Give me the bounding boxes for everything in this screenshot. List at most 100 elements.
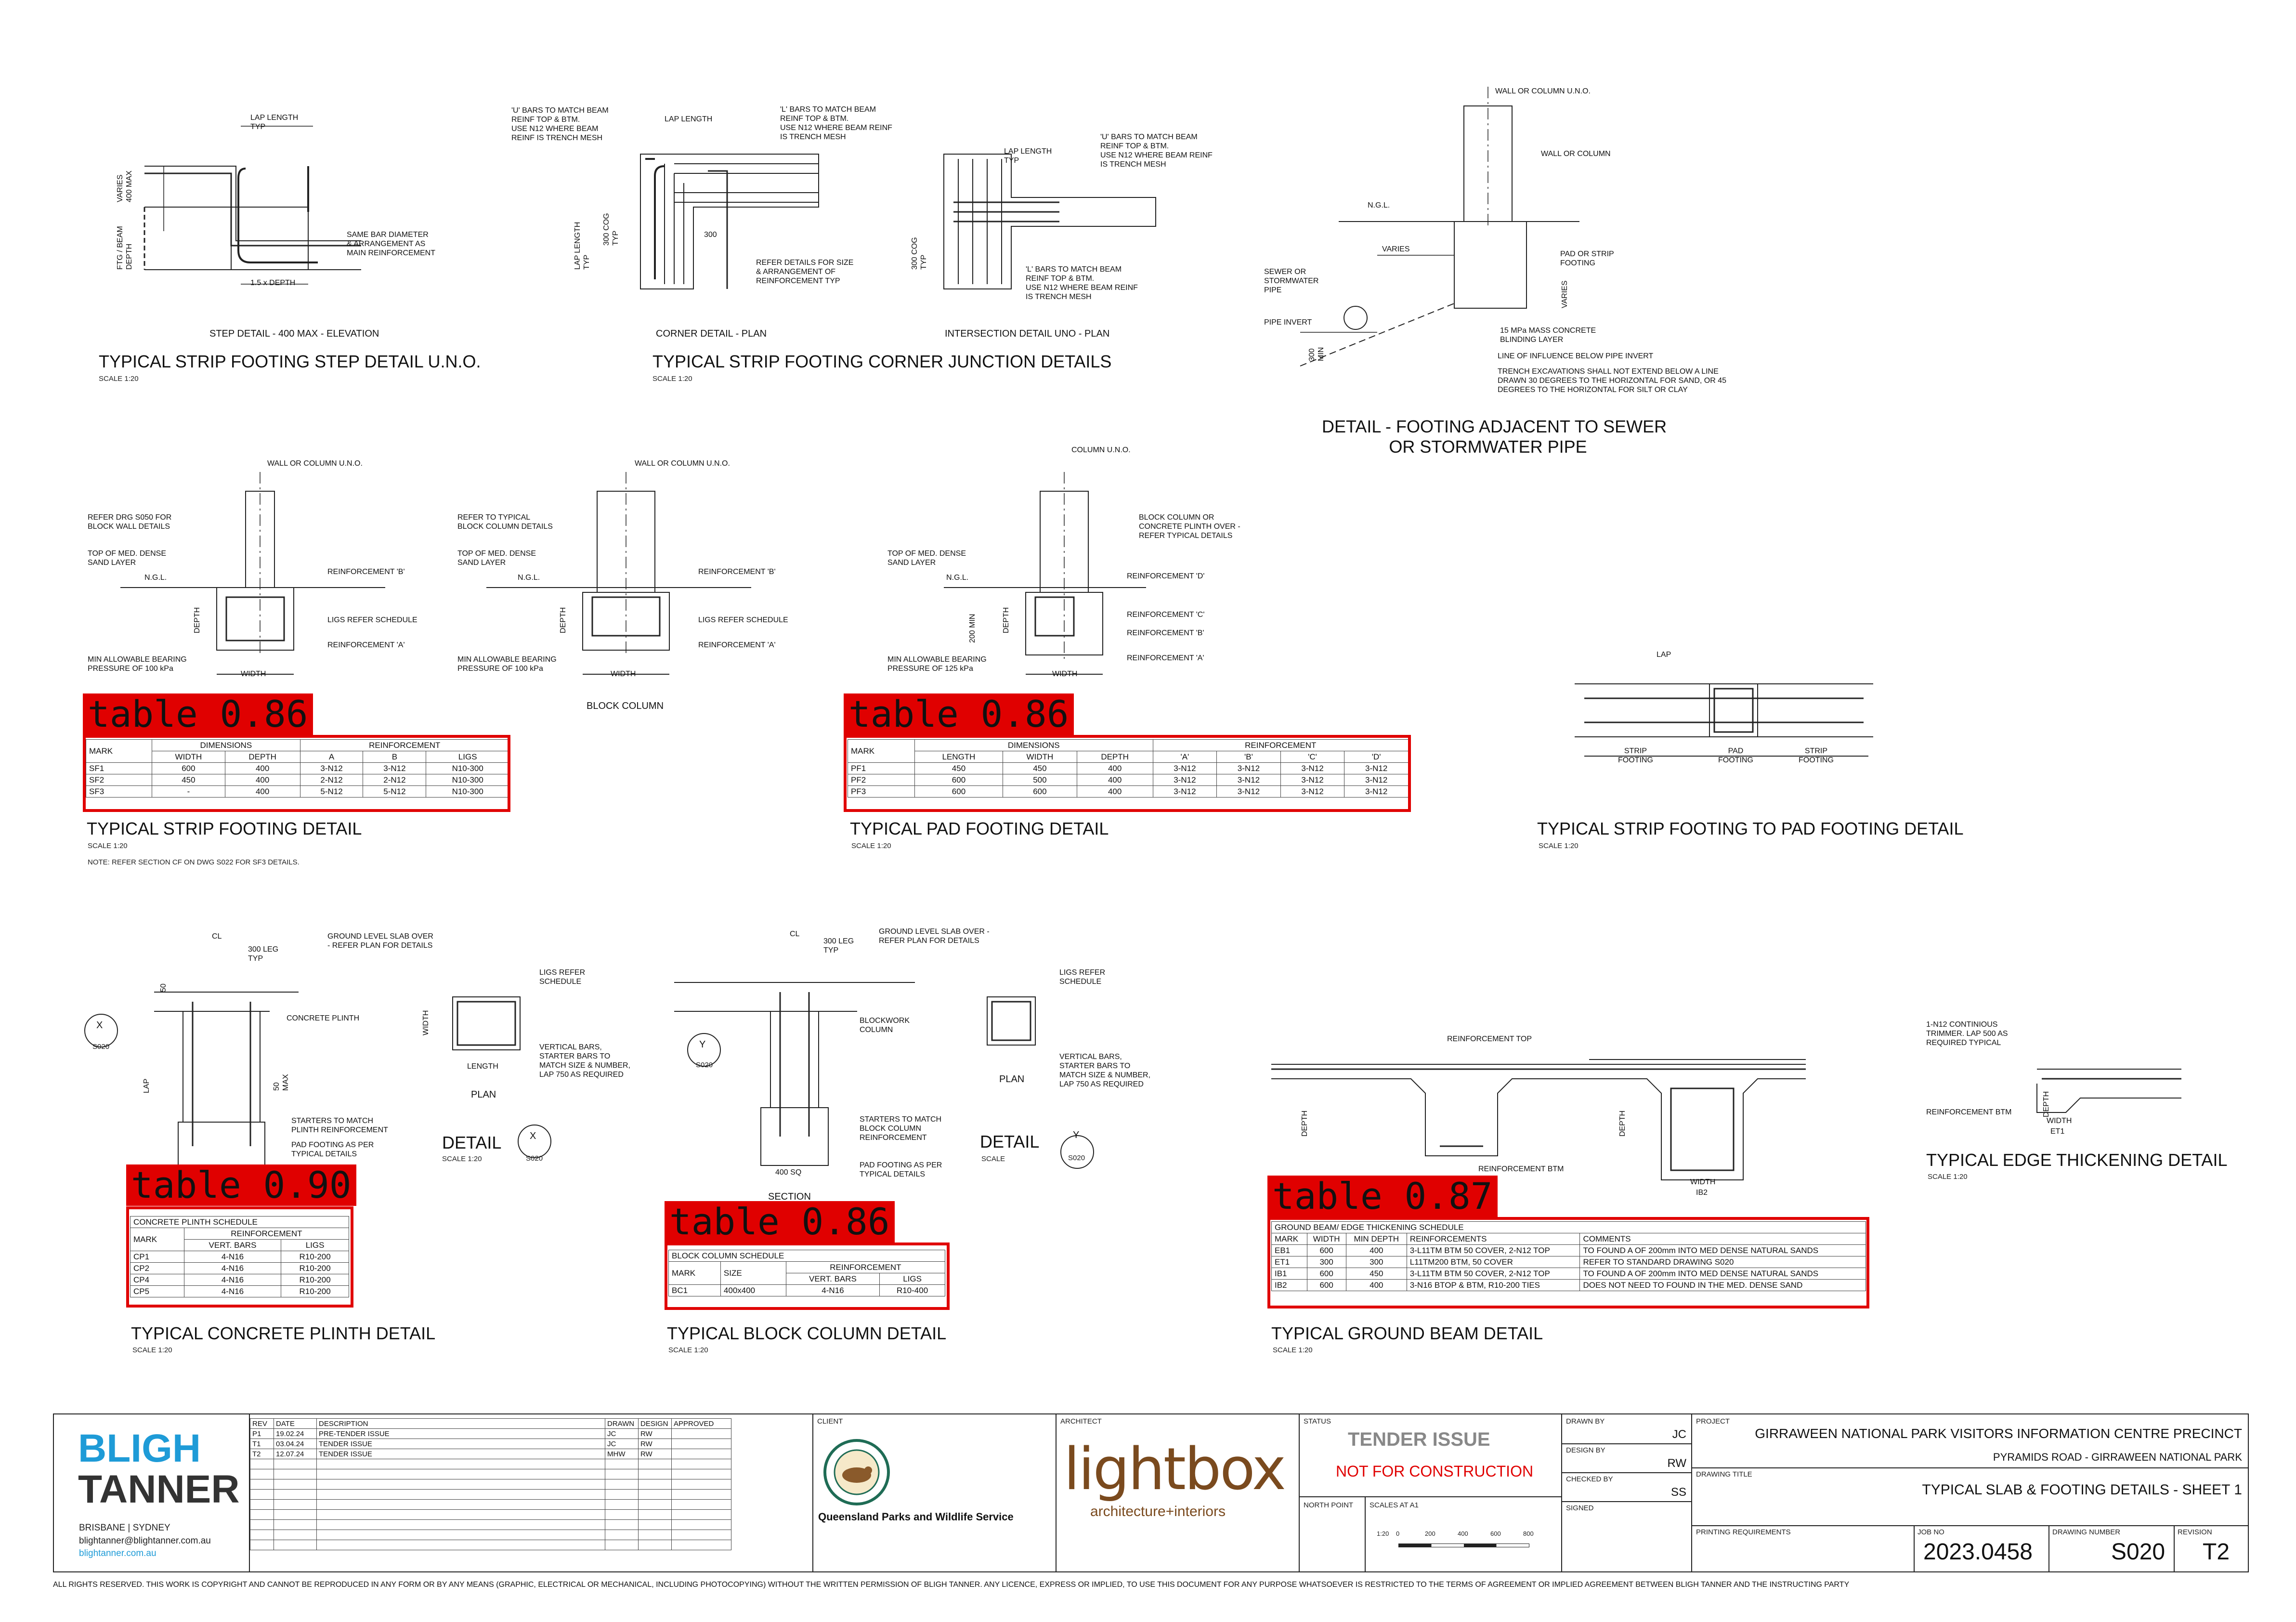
sewer-varies-note: VARIES — [1382, 245, 1410, 253]
detection-box — [1267, 1217, 1869, 1308]
strip-min-note: MIN ALLOWABLE BEARING PRESSURE OF 100 kP… — [88, 655, 187, 673]
qpws-seal-icon — [823, 1439, 890, 1505]
col-header: COMMENTS — [1579, 1233, 1866, 1245]
blockcol-section-ref: S020 — [696, 1061, 713, 1069]
drawing-number: S020 — [2111, 1539, 2166, 1565]
step-detail-title: TYPICAL STRIP FOOTING STEP DETAIL U.N.O. — [99, 352, 481, 371]
table-cell: 400 — [1345, 1279, 1407, 1291]
table-cell: L11TM200 BTM, 50 COVER — [1406, 1256, 1580, 1268]
blockcol-400-note: 400 SQ — [775, 1168, 802, 1177]
col-header: APPROVED — [671, 1418, 731, 1429]
col-header: REINFORCEMENT — [785, 1261, 946, 1273]
edge-detail-title: TYPICAL EDGE THICKENING DETAIL — [1926, 1150, 2228, 1170]
sewer-pipe-note: SEWER OR STORMWATER PIPE — [1264, 268, 1319, 294]
col-header: DEPTH — [1076, 751, 1153, 763]
table-cell: R10-400 — [879, 1284, 945, 1296]
strippad-lap-note: LAP — [1657, 651, 1671, 659]
table-cell: 3-N12 — [1152, 785, 1217, 798]
table-row: SF2 450 400 2-N12 2-N12 N10-300 — [85, 774, 509, 786]
col-header: DIMENSIONS — [914, 739, 1153, 751]
plinth-leg-note: 300 LEG TYP — [248, 945, 279, 963]
detection-label: table 0.90 — [126, 1164, 356, 1206]
table-cell: 600 — [914, 774, 1004, 786]
blockstrip-top-note: TOP OF MED. DENSE SAND LAYER — [457, 549, 536, 567]
table-cell: N10-300 — [426, 762, 509, 774]
plinth-50-note: 50 — [159, 983, 168, 992]
col-header: DRAWN — [605, 1418, 639, 1429]
step-same-note: SAME BAR DIAMETER & ARRANGEMENT AS MAIN … — [347, 231, 435, 257]
col-header: DATE — [274, 1418, 317, 1429]
scale-tick: 200 — [1425, 1530, 1435, 1537]
job-number: 2023.0458 — [1923, 1539, 2033, 1565]
blockcol-detail-label: DETAIL — [980, 1132, 1040, 1151]
drawing-title: TYPICAL SLAB & FOOTING DETAILS - SHEET 1 — [1922, 1482, 2242, 1498]
table-cell: TO FOUND A OF 200mm INTO MED DENSE NATUR… — [1579, 1244, 1866, 1256]
brand-web[interactable]: blightanner.com.au — [79, 1548, 157, 1558]
ground-rbtm-note: REINFORCEMENT BTM — [1478, 1165, 1564, 1173]
plinth-detail-label: DETAIL — [442, 1133, 502, 1152]
drawn-label: DRAWN BY — [1566, 1417, 1605, 1426]
table-cell: TENDER ISSUE — [316, 1449, 605, 1459]
table-cell: 03.04.24 — [274, 1439, 317, 1449]
plinth-detail-ref: S020 — [526, 1154, 543, 1163]
col-header: MARK — [848, 739, 915, 763]
ground-detail-title: TYPICAL GROUND BEAM DETAIL — [1271, 1323, 1543, 1343]
corner-refer-note: REFER DETAILS FOR SIZE & ARRANGEMENT OF … — [756, 259, 854, 285]
edge-et1-note: ET1 — [2050, 1127, 2065, 1136]
detection-box — [126, 1206, 353, 1308]
strippad-detail-title: TYPICAL STRIP FOOTING TO PAD FOOTING DET… — [1537, 819, 1964, 838]
table-cell: 3-N12 — [1280, 785, 1345, 798]
table-cell: N10-300 — [426, 774, 509, 786]
table-cell: JC — [605, 1439, 639, 1449]
revision-block: REV DATE DESCRIPTION DRAWN DESIGN APPROV… — [249, 1414, 815, 1571]
scale-tick: 400 — [1458, 1530, 1468, 1537]
sewer-detail-title: DETAIL - FOOTING ADJACENT TO SEWER OR ST… — [1322, 417, 1667, 457]
blockstrip-reinfb-note: REINFORCEMENT 'B' — [698, 568, 776, 576]
col-header: MIN DEPTH — [1345, 1233, 1407, 1245]
blockstrip-refer-note: REFER TO TYPICAL BLOCK COLUMN DETAILS — [457, 513, 553, 531]
corner-300-note: 300 — [704, 231, 717, 239]
detection-box — [665, 1243, 950, 1310]
title-block: BLIGH TANNER BRISBANE | SYDNEY blightann… — [53, 1413, 2249, 1572]
strip-reinfb-note: REINFORCEMENT 'B' — [327, 568, 405, 576]
detection-box — [844, 735, 1411, 812]
pad-min-note: MIN ALLOWABLE BEARING PRESSURE OF 125 kP… — [887, 655, 987, 673]
brand-word-2: TANNER — [78, 1467, 240, 1511]
revision-label: REVISION — [2178, 1528, 2212, 1536]
plinth-length-note: LENGTH — [467, 1062, 498, 1071]
table-cell: 3-N12 — [1344, 785, 1409, 798]
table-cell: MHW — [605, 1449, 639, 1459]
corner-u-bars-note: 'U' BARS TO MATCH BEAM REINF TOP & BTM. … — [511, 106, 609, 142]
intersection-lap-note: LAP LENGTH TYP — [1004, 147, 1052, 165]
blockstrip-wall-cl-note: WALL OR COLUMN U.N.O. — [635, 459, 730, 468]
sewer-pad-note: PAD OR STRIP FOOTING — [1560, 250, 1614, 267]
status-value: TENDER ISSUE — [1348, 1429, 1490, 1450]
table-row: PF3 600 600 400 3-N12 3-N12 3-N12 3-N12 — [848, 785, 1409, 798]
intersection-u-bars-note: 'U' BARS TO MATCH BEAM REINF TOP & BTM. … — [1100, 133, 1213, 169]
intersection-plan-label: INTERSECTION DETAIL UNO - PLAN — [945, 328, 1110, 339]
sewer-wall-cl-note: WALL OR COLUMN U.N.O. — [1495, 87, 1591, 95]
table-cell: 2-N12 — [363, 774, 427, 786]
plinth-vert-note: VERTICAL BARS, STARTER BARS TO MATCH SIZ… — [539, 1043, 631, 1079]
table-cell: N10-300 — [426, 785, 509, 798]
col-header: WIDTH — [152, 751, 225, 763]
col-header: LENGTH — [914, 751, 1004, 763]
scale-tick: 600 — [1490, 1530, 1501, 1537]
col-header: DESCRIPTION — [316, 1418, 605, 1429]
table-cell: PF1 — [848, 762, 915, 774]
brand-word-1: BLIGH — [78, 1426, 201, 1470]
checked-value: SS — [1670, 1486, 1686, 1499]
table-cell: REFER TO STANDARD DRAWING S020 — [1579, 1256, 1866, 1268]
plinth-section-x: X — [96, 1020, 103, 1031]
printing-label: PRINTING REQUIREMENTS — [1696, 1528, 1791, 1536]
sewer-wall-note: WALL OR COLUMN — [1541, 150, 1611, 158]
step-varies-note: VARIES 400 MAX — [116, 170, 133, 202]
edge-width-note: WIDTH — [2047, 1117, 2072, 1125]
ground-beam-schedule: GROUND BEAM/ EDGE THICKENING SCHEDULE MA… — [1271, 1221, 1866, 1291]
blockstrip-depth-note: DEPTH — [559, 607, 567, 633]
blockcol-starters-note: STARTERS TO MATCH BLOCK COLUMN REINFORCE… — [860, 1115, 942, 1142]
ground-depth-note: DEPTH — [1301, 1110, 1309, 1137]
corner-lap-note: LAP LENGTH — [665, 115, 713, 123]
table-cell: DOES NOT NEED TO FOUND IN THE MED. DENSE… — [1579, 1279, 1866, 1291]
